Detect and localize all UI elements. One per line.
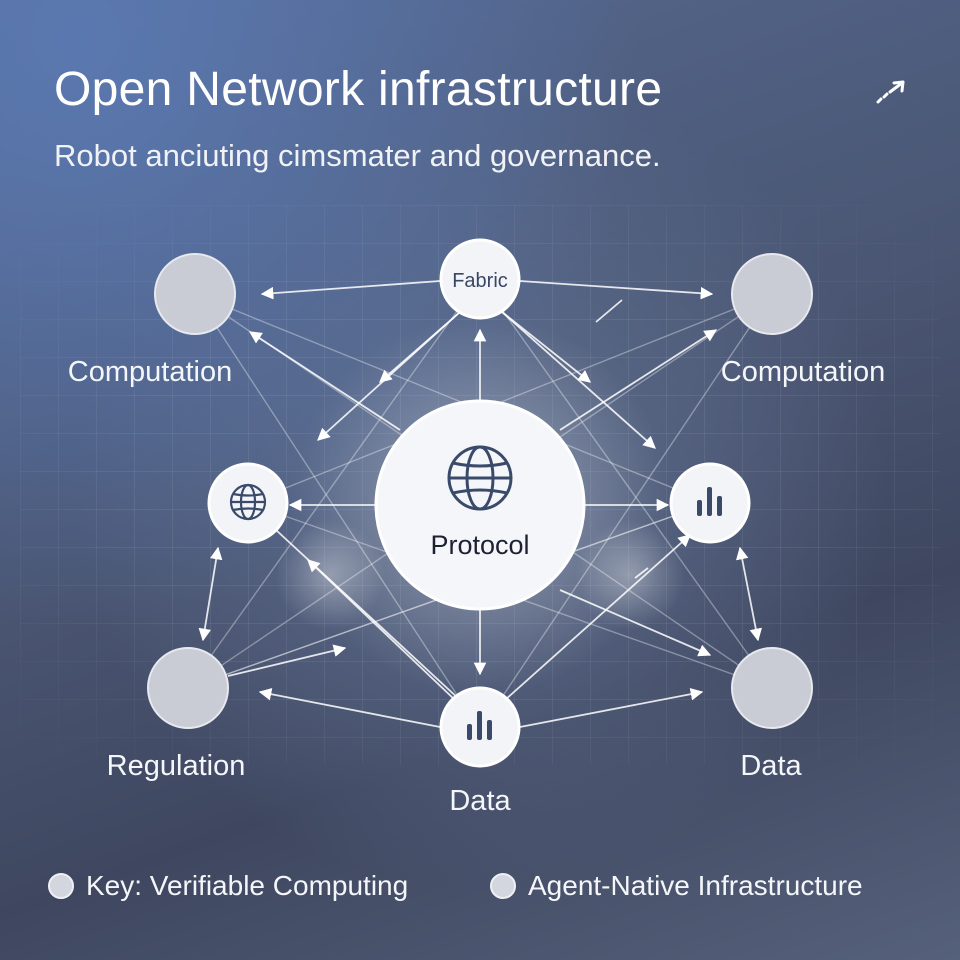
bar-chart-icon: [467, 711, 492, 740]
legend-dot: [490, 873, 516, 899]
data-label-right: Data: [740, 750, 802, 782]
legend-dot: [48, 873, 74, 899]
regulation-label: Regulation: [106, 750, 246, 782]
legend-item-verifiable-computing: Key: Verifiable Computing: [48, 870, 408, 902]
expand-arrow-icon[interactable]: [872, 78, 914, 110]
globe-icon: [229, 483, 267, 521]
fabric-label: Fabric: [452, 270, 508, 292]
computation-node-right: [731, 253, 813, 335]
protocol-label: Protocol: [430, 530, 529, 560]
legend-label: Key: Verifiable Computing: [86, 870, 409, 901]
protocol-node: [374, 399, 586, 611]
data-label-center: Data: [449, 785, 511, 817]
computation-node-left: [154, 253, 236, 335]
legend-item-agent-native: Agent-Native Infrastructure: [490, 870, 863, 902]
data-node-right: [731, 647, 813, 729]
fabric-node: [439, 238, 521, 320]
outer-nodes: [147, 253, 813, 729]
computation-label-right: Computation: [720, 356, 886, 388]
page-title: Open Network infrastructure: [54, 63, 663, 116]
arrow-lines: [198, 280, 763, 728]
bar-chart-icon: [697, 487, 722, 516]
page-subtitle: Robot anciuting cimsmater and governance…: [54, 138, 661, 173]
globe-icon: [447, 445, 513, 511]
regulation-node: [147, 647, 229, 729]
legend-label: Agent-Native Infrastructure: [528, 870, 863, 901]
computation-label-left: Computation: [67, 356, 233, 388]
